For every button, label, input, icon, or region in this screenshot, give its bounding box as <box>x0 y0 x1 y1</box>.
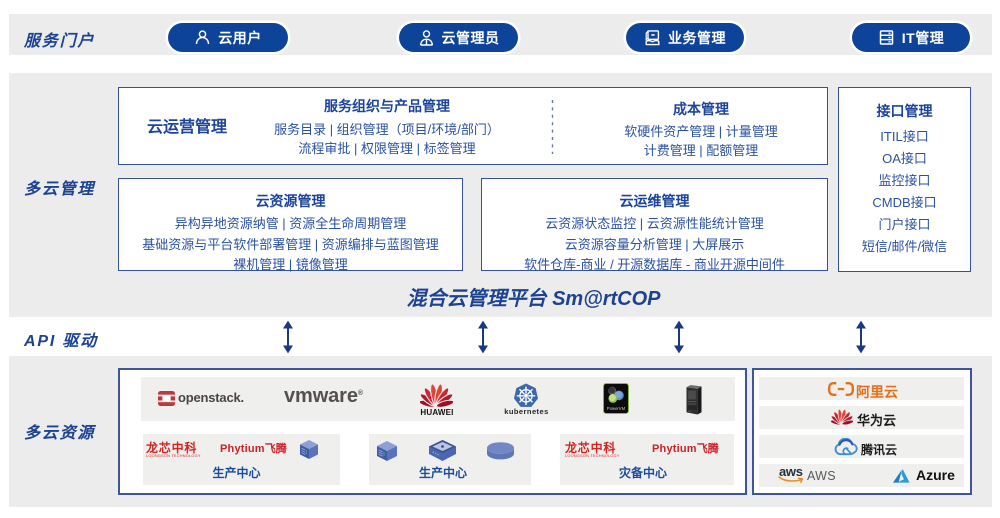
svg-text:PowerVM: PowerVM <box>607 406 626 411</box>
